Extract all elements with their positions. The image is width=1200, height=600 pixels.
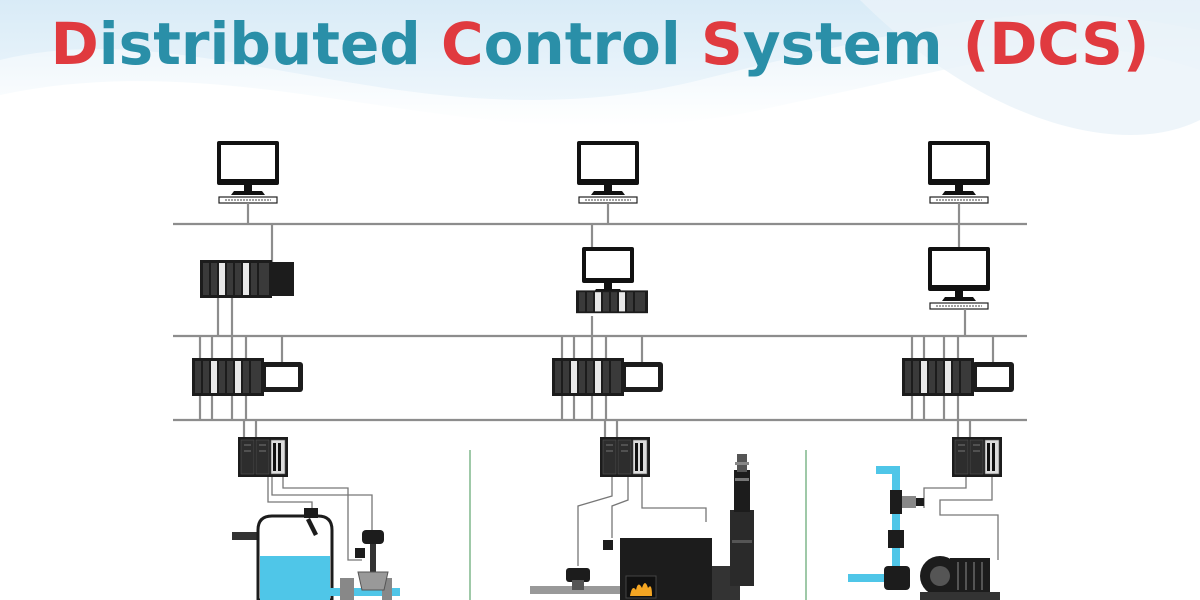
controller-rack-icon [552,358,624,396]
server-module-icon [270,262,294,296]
workstation-rack-icon [576,290,648,314]
controller-rack-icon [902,358,974,396]
title-segment: istributed [98,10,441,78]
title-highlight-segment: D [50,10,99,78]
title-highlight-segment: S [700,10,743,78]
operator-station-icon [927,140,991,204]
server-rack-icon [200,260,272,298]
title-highlight-segment: (DCS) [962,10,1150,78]
operator-station-icon [576,140,640,204]
controller-rack-icon [192,358,264,396]
title-segment: ontrol [483,10,701,78]
title-segment: ystem [742,10,963,78]
column-2 [530,140,754,600]
pump-station-icon [848,466,1000,600]
operator-station-icon [216,140,280,204]
hmi-panel-icon [261,362,303,392]
title-highlight-segment: C [441,10,484,78]
column-3 [848,140,1014,600]
workstation-monitor-icon [582,247,634,292]
tank-with-valve-icon [232,508,400,600]
io-module-icon [951,436,1003,478]
hmi-panel-icon [972,362,1014,392]
furnace-burner-icon [530,454,754,600]
workstation-icon [928,247,990,310]
page-title: Distributed Control System (DCS) [0,4,1200,84]
hmi-panel-icon [621,362,663,392]
io-module-icon [599,436,651,478]
io-module-icon [237,436,289,478]
column-1 [192,140,400,600]
